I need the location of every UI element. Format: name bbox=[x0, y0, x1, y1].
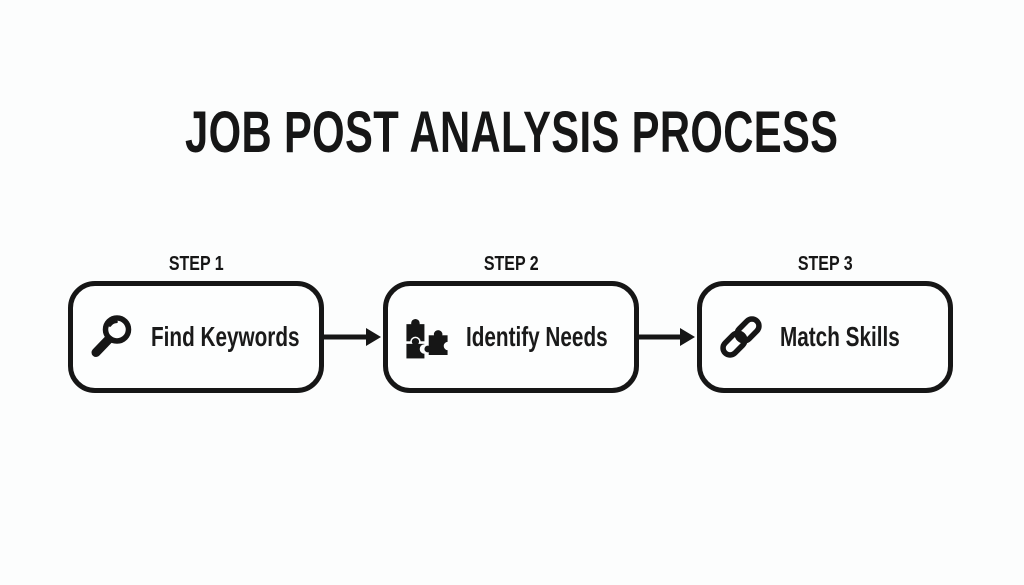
step-2-label-text: STEP 2 bbox=[483, 253, 539, 275]
arrow-right-icon bbox=[637, 324, 698, 350]
step-1-label-text: STEP 1 bbox=[168, 253, 224, 275]
step-2-label: STEP 2 bbox=[383, 254, 639, 274]
step-2-box: Identify Needs bbox=[383, 281, 639, 393]
step-1-label: STEP 1 bbox=[68, 254, 324, 274]
step-3-label-text: STEP 3 bbox=[797, 253, 853, 275]
step-1-title: Find Keywords bbox=[151, 321, 300, 352]
step-3-label: STEP 3 bbox=[697, 254, 953, 274]
arrow-right-icon bbox=[322, 324, 384, 350]
step-2-title: Identify Needs bbox=[466, 321, 608, 352]
diagram-title: JOB POST ANALYSIS PROCESS bbox=[0, 104, 1024, 177]
puzzle-icon bbox=[403, 311, 451, 363]
magnifier-icon bbox=[88, 311, 136, 363]
diagram-title-text: JOB POST ANALYSIS PROCESS bbox=[185, 100, 839, 165]
step-1-box: Find Keywords bbox=[68, 281, 324, 393]
step-3-title: Match Skills bbox=[780, 321, 900, 352]
link-icon bbox=[717, 311, 765, 363]
step-3-box: Match Skills bbox=[697, 281, 953, 393]
